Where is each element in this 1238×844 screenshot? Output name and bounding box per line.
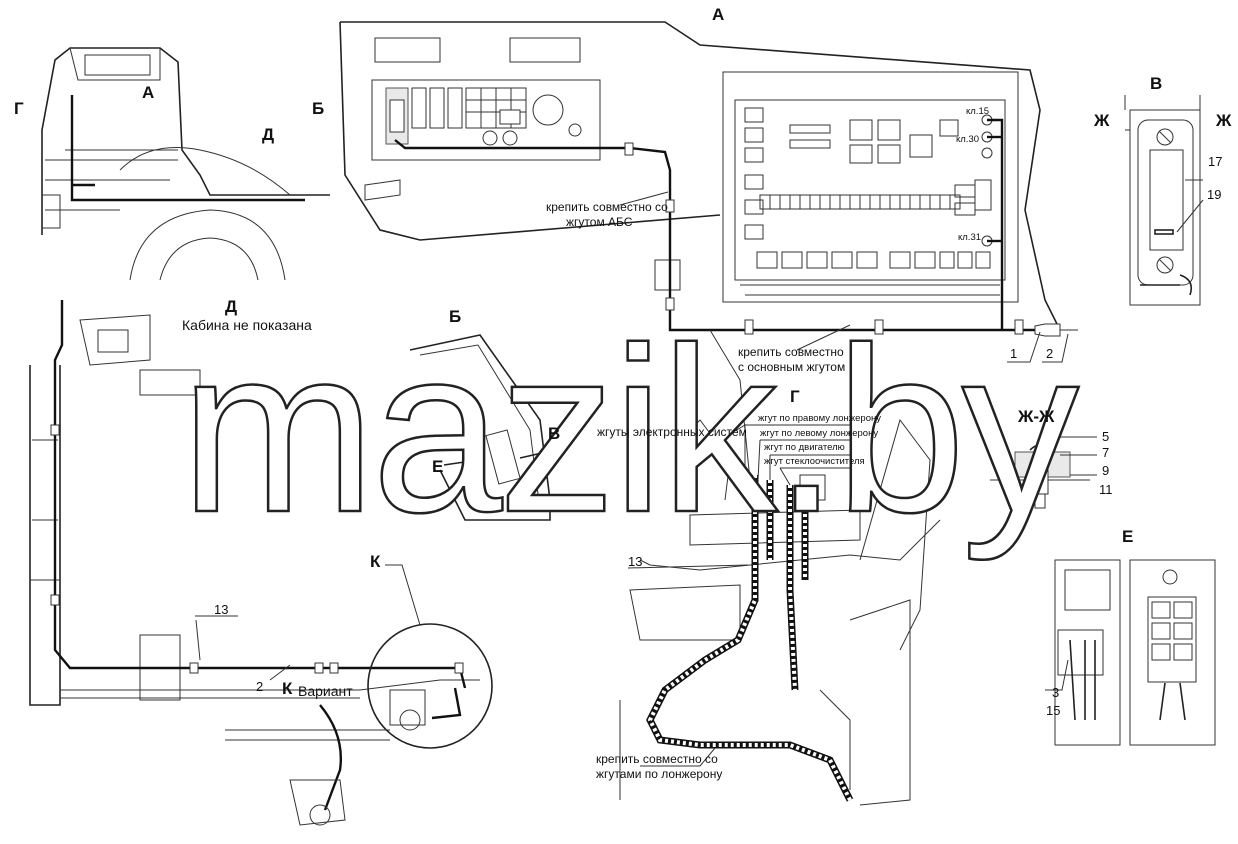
view-marker-a: А	[142, 83, 155, 102]
note-main-1: крепить совместно	[738, 345, 844, 359]
terminal-kl30: кл.30	[956, 134, 980, 145]
view-zh-section	[990, 436, 1097, 509]
view-d-frame	[29, 300, 493, 826]
callout-1: 1	[1010, 346, 1018, 361]
cab-side-view	[41, 47, 330, 281]
note-main-2: с основным жгутом	[738, 360, 846, 374]
view-label-e: Е	[1122, 527, 1134, 546]
view-label-k-variant: К	[282, 679, 293, 698]
callout-5: 5	[1102, 429, 1110, 444]
callout-9: 9	[1102, 463, 1110, 478]
callout-15: 15	[1046, 703, 1061, 718]
note-abs-2: жгутом АБС	[566, 215, 633, 229]
note-abs-1: крепить совместно со	[546, 200, 668, 214]
view-label-a: А	[712, 5, 725, 24]
callout-13-frame: 13	[214, 602, 229, 617]
note-left-spar: жгут по левому лонжерону	[760, 428, 879, 439]
callout-13-spar: 13	[628, 554, 643, 569]
caption-cab-not-shown: Кабина не показана	[182, 317, 312, 333]
note-right-spar: жгут по правому лонжерону	[758, 413, 881, 424]
view-marker-v: В	[548, 424, 561, 443]
note-electronic: жгуты электронных систем	[597, 425, 747, 439]
callout-2: 2	[1046, 346, 1054, 361]
terminal-kl31: кл.31	[958, 232, 982, 243]
section-mark-zh-left: Ж	[1094, 111, 1110, 130]
view-label-zh-zh: Ж-Ж	[1018, 407, 1055, 426]
terminal-kl15: кл.15	[966, 106, 990, 117]
view-label-v: В	[1150, 74, 1163, 93]
callout-2-frame: 2	[256, 679, 264, 694]
view-a-dashboard	[339, 21, 1078, 363]
view-marker-d: Д	[262, 125, 275, 144]
view-v-relay	[1124, 95, 1204, 306]
view-e-connector	[1045, 559, 1216, 746]
note-engine: жгут по двигателю	[764, 442, 845, 453]
note-wiper: жгут стеклоочистителя	[764, 456, 865, 467]
view-b-panel	[409, 334, 556, 521]
callout-17: 17	[1208, 154, 1223, 169]
view-marker-g: Г	[14, 99, 24, 118]
view-marker-e: Е	[432, 457, 444, 476]
callout-7: 7	[1102, 445, 1110, 460]
view-marker-b: Б	[312, 99, 325, 118]
note-spar-1: крепить совместно со	[596, 752, 718, 766]
view-label-b: Б	[449, 307, 462, 326]
section-mark-zh-right: Ж	[1216, 111, 1232, 130]
callout-3: 3	[1052, 685, 1060, 700]
callout-19: 19	[1207, 187, 1222, 202]
view-label-g: Г	[790, 387, 800, 406]
caption-variant: Вариант	[298, 683, 353, 699]
callout-11: 11	[1099, 482, 1113, 497]
view-g-spar	[619, 329, 941, 806]
view-label-d: Д	[225, 297, 238, 316]
view-label-k: К	[370, 552, 381, 571]
note-spar-2: жгутами по лонжерону	[596, 767, 723, 781]
